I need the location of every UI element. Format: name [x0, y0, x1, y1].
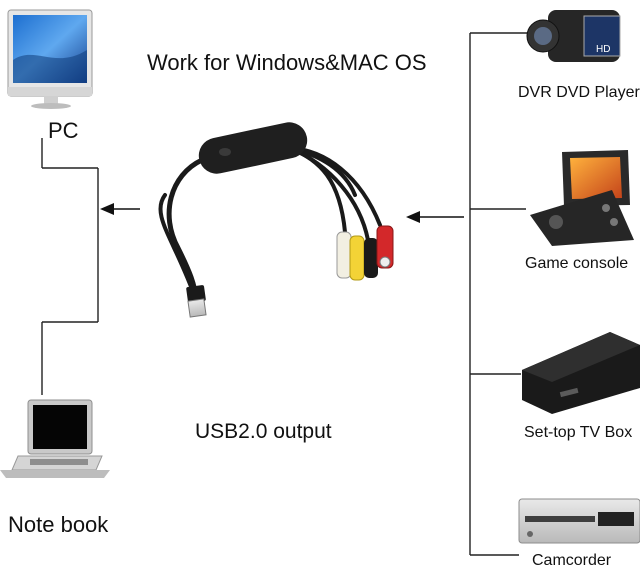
game-console-icon: [530, 150, 634, 246]
camcorder-icon: HD: [526, 10, 621, 62]
game-console-label: Game console: [525, 255, 629, 272]
rca-plugs: [336, 225, 394, 281]
usb-output-label: USB2.0 output: [195, 420, 332, 443]
left-connector-lines: [41, 138, 99, 395]
dvr-player-label: DVR DVD Player: [518, 84, 640, 101]
pc-monitor-icon: [7, 9, 93, 109]
right-connector-lines: [469, 32, 528, 556]
adapter-body: [198, 122, 308, 174]
pc-label: PC: [48, 118, 79, 143]
arrow-to-pc: [100, 203, 140, 215]
settop-box-icon: [522, 332, 640, 414]
camcorder-hd-text: HD: [596, 44, 610, 55]
dvd-player-icon: [518, 498, 640, 544]
usb-plug: [186, 285, 207, 318]
settop-box-label: Set-top TV Box: [524, 424, 633, 441]
diagram-title: Work for Windows&MAC OS: [147, 50, 427, 75]
arrow-to-adapter: [406, 211, 464, 223]
notebook-label: Note book: [8, 512, 109, 537]
notebook-icon: [0, 399, 110, 478]
camcorder-label: Camcorder: [532, 552, 612, 569]
